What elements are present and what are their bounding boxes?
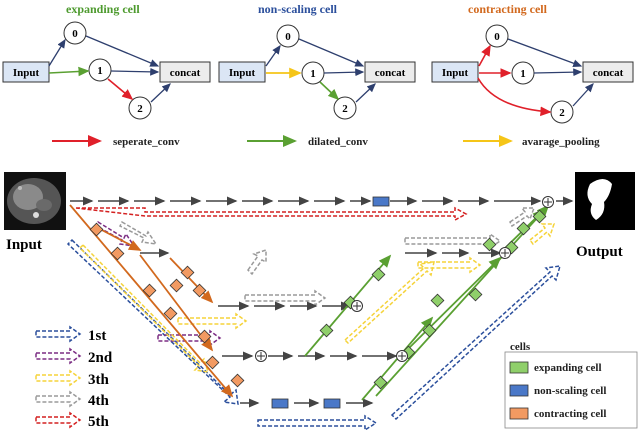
legend-label-average-pooling: avarage_pooling (522, 136, 600, 148)
expanding-cell-diagram: expanding cell Input 0 1 2 concat (2, 2, 211, 120)
input-box (2, 61, 50, 83)
legend-label-separate-conv: seperate_conv (113, 136, 180, 148)
cell-title: contracting cell (468, 2, 548, 16)
input-label: Input (13, 67, 40, 79)
contracting-cell-markers (89, 222, 245, 388)
non-scaling-cell-markers (271, 196, 390, 409)
path-legend-2nd: 2nd (88, 350, 113, 366)
node-1-label: 1 (310, 68, 316, 80)
input-image-label: Input (6, 237, 42, 253)
legend-label-dilated-conv: dilated_conv (308, 136, 368, 148)
node-1-label: 1 (520, 68, 526, 80)
concat-label: concat (593, 67, 624, 79)
cell-title: non-scaling cell (258, 2, 338, 16)
node-2 (333, 96, 357, 120)
cell-legend-expanding: expanding cell (534, 362, 602, 374)
concat-box (364, 61, 416, 83)
node-0-label: 0 (285, 31, 291, 43)
contracting-cell-diagram: contracting cell Input 0 1 2 concat (431, 2, 634, 124)
node-2 (128, 96, 152, 120)
output-mask-image (575, 172, 635, 230)
node-0 (63, 21, 87, 45)
cell-legend: cells expanding cell non-scaling cell co… (504, 341, 638, 429)
input-label: Input (442, 67, 469, 79)
input-ct-image (4, 172, 66, 230)
non-scaling-cell-diagram: non-scaling cell Input 0 1 2 concat (218, 2, 416, 120)
input-box (218, 61, 266, 83)
node-2-label: 2 (559, 107, 565, 119)
sum-nodes (255, 196, 554, 362)
path-legend-5th: 5th (88, 414, 109, 430)
node-0-label: 0 (494, 31, 500, 43)
operation-legend: seperate_conv dilated_conv avarage_pooli… (52, 135, 600, 148)
path-legend (35, 325, 82, 429)
node-0 (485, 24, 509, 48)
concat-box (582, 61, 634, 83)
output-image-label: Output (576, 244, 623, 260)
node-0 (276, 24, 300, 48)
node-1-label: 1 (97, 65, 103, 77)
path-legend-1st: 1st (88, 328, 106, 344)
input-label: Input (229, 67, 256, 79)
cell-legend-non-scaling: non-scaling cell (534, 385, 606, 397)
concat-box (159, 61, 211, 83)
cell-title: expanding cell (66, 2, 140, 16)
input-box (431, 61, 479, 83)
cell-legend-title: cells (510, 341, 531, 353)
node-2-label: 2 (137, 103, 143, 115)
path-legend-4th: 4th (88, 393, 109, 409)
backbone-arrows (70, 196, 574, 408)
cell-legend-contracting: contracting cell (534, 408, 606, 420)
node-0-label: 0 (72, 28, 78, 40)
concat-label: concat (170, 67, 201, 79)
path-legend-3th: 3th (88, 372, 109, 388)
node-2-label: 2 (342, 103, 348, 115)
concat-label: concat (375, 67, 406, 79)
